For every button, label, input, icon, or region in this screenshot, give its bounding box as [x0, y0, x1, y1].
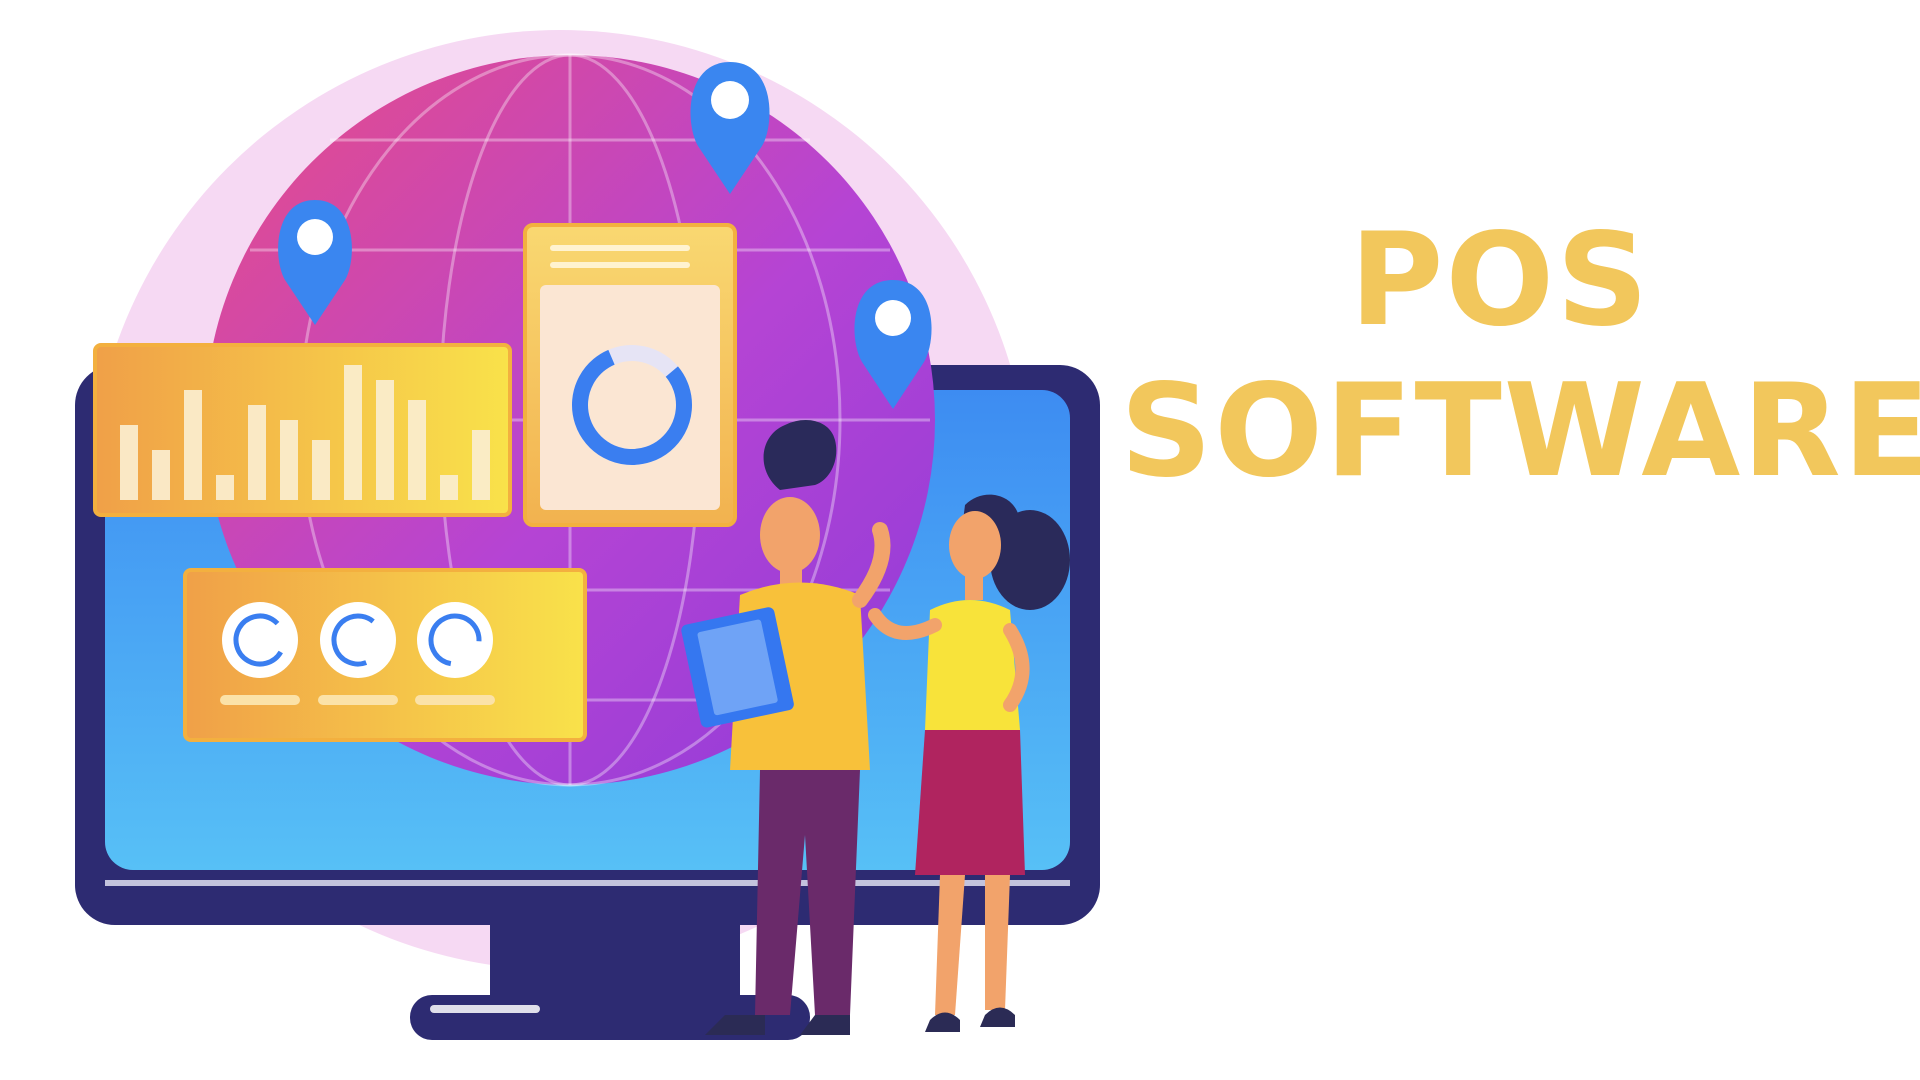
- progress-rings-panel: [183, 568, 587, 742]
- location-pin-icon: [690, 62, 770, 194]
- man-figure: [681, 420, 891, 1035]
- title-line-software: SOFTWARE: [1120, 357, 1920, 507]
- title-line-pos: POS: [1349, 206, 1651, 355]
- woman-figure: [868, 494, 1070, 1032]
- donut-report-panel: [523, 223, 737, 527]
- location-pin-icon: [278, 200, 352, 325]
- bar-chart-panel: [93, 343, 512, 517]
- location-pin-icon: [854, 280, 932, 409]
- page-title: POS SOFTWARE: [1120, 205, 1920, 507]
